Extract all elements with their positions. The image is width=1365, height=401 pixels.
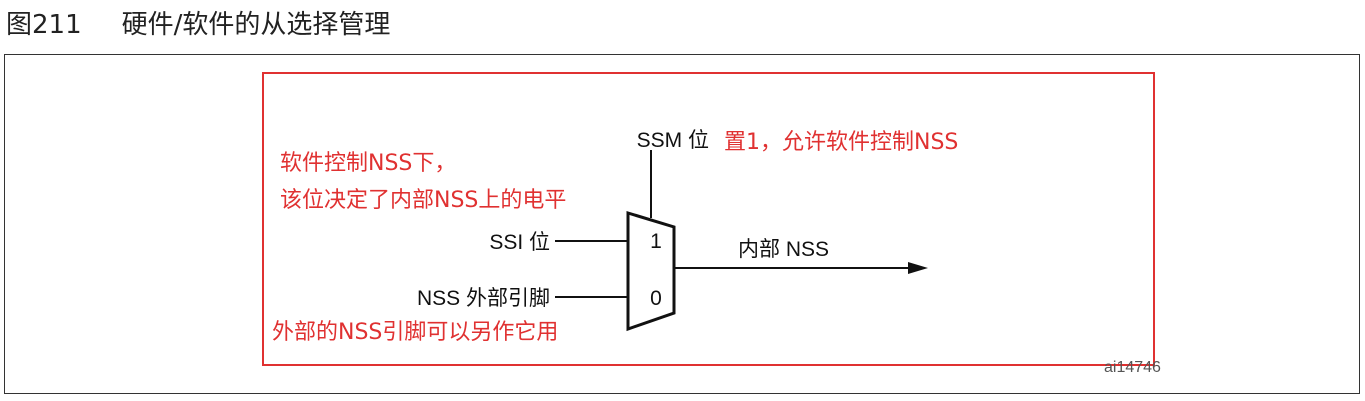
figure-number: 图211 (6, 10, 82, 40)
internal-nss-label: 内部 NSS (738, 238, 829, 261)
ssm-annotation: 置1，允许软件控制NSS (724, 130, 958, 155)
nss-pin-label: NSS 外部引脚 (417, 287, 550, 310)
highlight-box (262, 72, 1155, 366)
mux-input-1-label: 1 (650, 230, 662, 253)
ssm-bit-label: SSM 位 (637, 129, 709, 152)
mux-input-0-label: 0 (650, 287, 662, 310)
diagram-frame (4, 54, 1360, 394)
multiplexer (626, 210, 676, 332)
ssi-annotation-line1: 软件控制NSS下， (280, 151, 456, 176)
output-arrow-icon (908, 262, 928, 274)
ssi-bit-label: SSI 位 (489, 231, 550, 254)
figure-reference-id: ai14746 (1104, 359, 1161, 376)
figure-caption: 图211 硬件/软件的从选择管理 (6, 4, 390, 41)
ssi-annotation-line2: 该位决定了内部NSS上的电平 (280, 188, 566, 213)
pin-annotation: 外部的NSS引脚可以另作它用 (272, 320, 558, 345)
figure-title: 硬件/软件的从选择管理 (121, 10, 391, 40)
